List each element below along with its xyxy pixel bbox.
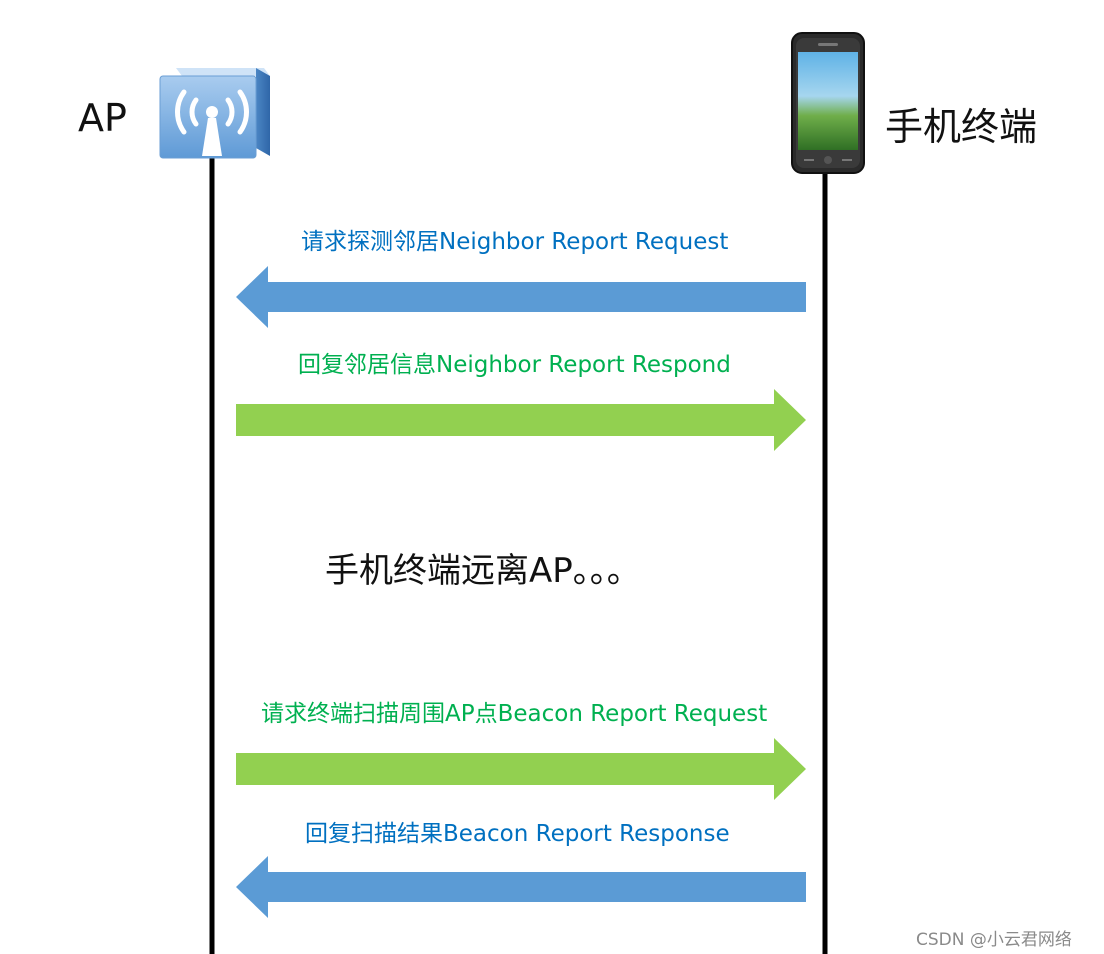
message-label: 请求终端扫描周围AP点Beacon Report Request: [261, 701, 768, 727]
message-label: 请求探测邻居Neighbor Report Request: [301, 229, 729, 255]
neighbor-request-arrow: [236, 266, 806, 328]
message-label: 回复邻居信息Neighbor Report Respond: [298, 352, 731, 378]
message-label: 回复扫描结果Beacon Report Response: [305, 821, 730, 847]
ap-label: AP: [78, 96, 127, 140]
beacon-response-arrow: [236, 856, 806, 918]
smartphone-icon: [791, 32, 865, 174]
wireless-access-point-icon: [159, 68, 270, 159]
beacon-request-arrow: [236, 738, 806, 800]
watermark: CSDN @小云君网络: [916, 930, 1072, 950]
neighbor-respond-arrow: [236, 389, 806, 451]
distance-note: 手机终端远离AP。。。: [325, 551, 641, 591]
phone-label: 手机终端: [885, 105, 1038, 149]
